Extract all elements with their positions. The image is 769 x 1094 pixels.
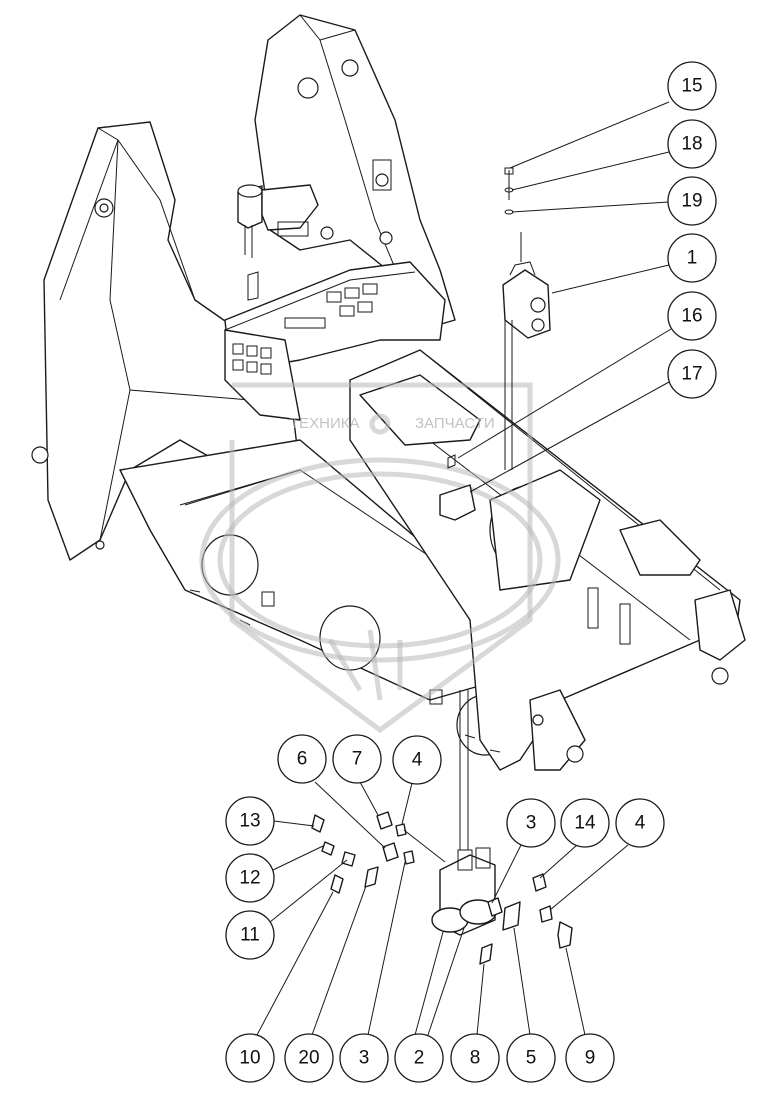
callout-3-right-label: 3 (526, 813, 537, 834)
callout-2: 2 (394, 927, 465, 1083)
callout-5-label: 5 (526, 1048, 537, 1069)
watermark-left-text: ТЕХНИКА (290, 415, 360, 432)
callout-15-label: 15 (681, 76, 702, 97)
callout-1-label: 1 (687, 248, 698, 269)
filter-assembly (311, 811, 573, 965)
callout-14: 14 (539, 798, 610, 879)
callout-18: 18 (511, 119, 717, 191)
valve-assembly (439, 167, 551, 521)
chassis-frame (31, 14, 746, 850)
callout-19-label: 19 (681, 191, 702, 212)
callout-15: 15 (509, 61, 717, 169)
watermark: ТЕХНИКА ЗАПЧАСТИ (199, 382, 561, 734)
callout-11-label: 11 (240, 925, 260, 946)
callout-2-label: 2 (414, 1048, 425, 1069)
callout-5: 5 (506, 927, 556, 1083)
callout-6-label: 6 (297, 749, 308, 770)
callout-17-label: 17 (681, 364, 702, 385)
callout-16-label: 16 (681, 306, 702, 327)
callout-10-label: 10 (239, 1048, 260, 1069)
callout-6: 6 (277, 734, 386, 849)
watermark-right-text: ЗАПЧАСТИ (415, 415, 495, 432)
callout-1: 1 (551, 233, 717, 294)
callout-4-right: 4 (549, 798, 665, 911)
callout-8: 8 (450, 963, 500, 1083)
callout-3-bottom-label: 3 (359, 1048, 370, 1069)
callout-9: 9 (565, 947, 615, 1083)
callout-8-label: 8 (470, 1048, 481, 1069)
callout-7-label: 7 (352, 749, 363, 770)
callout-3-bottom: 3 (339, 861, 406, 1083)
callout-13-label: 13 (239, 811, 260, 832)
callout-11: 11 (225, 859, 348, 960)
callout-17: 17 (469, 349, 717, 493)
callout-20: 20 (284, 885, 367, 1083)
callout-16: 16 (457, 291, 717, 459)
callout-10: 10 (225, 891, 334, 1083)
callout-12: 12 (225, 845, 324, 903)
callouts: 15 18 19 1 16 17 (225, 61, 717, 1083)
callout-4-top-label: 4 (412, 750, 423, 771)
callout-18-label: 18 (681, 134, 702, 155)
callout-9-label: 9 (585, 1048, 596, 1069)
callout-13: 13 (225, 796, 315, 846)
callout-19: 19 (511, 176, 717, 226)
callout-12-label: 12 (239, 868, 260, 889)
callout-20-label: 20 (298, 1048, 319, 1069)
callout-7: 7 (332, 734, 382, 816)
callout-14-label: 14 (574, 813, 596, 834)
callout-4-right-label: 4 (635, 813, 646, 834)
callout-3-right: 3 (491, 798, 556, 904)
callout-4-top: 4 (392, 735, 442, 825)
